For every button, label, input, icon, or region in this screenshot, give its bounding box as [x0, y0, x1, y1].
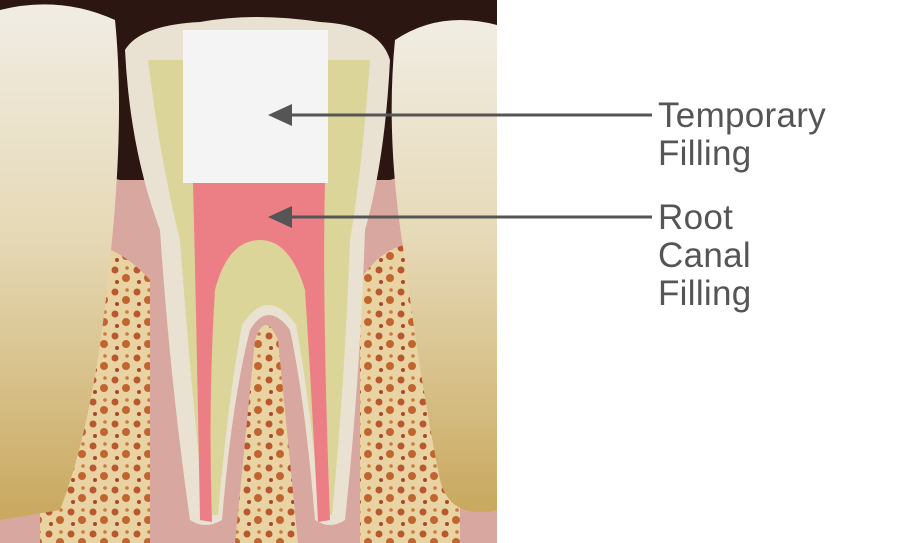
arrow-temporary-filling	[268, 104, 652, 126]
right-neighbor-tooth	[391, 20, 497, 512]
label-temporary-filling: Temporary Filling	[658, 97, 826, 173]
label-line: Temporary	[658, 96, 827, 135]
left-neighbor-tooth	[0, 4, 119, 520]
label-line: Filling	[658, 134, 752, 173]
label-line: Filling	[658, 274, 752, 313]
arrow-root-canal-filling	[268, 206, 652, 228]
temporary-filling-shape	[183, 30, 328, 183]
label-line: Root	[658, 198, 734, 237]
label-root-canal-filling: Root Canal Filling	[658, 199, 752, 313]
label-line: Canal	[658, 236, 751, 275]
bone-middle	[235, 325, 298, 543]
